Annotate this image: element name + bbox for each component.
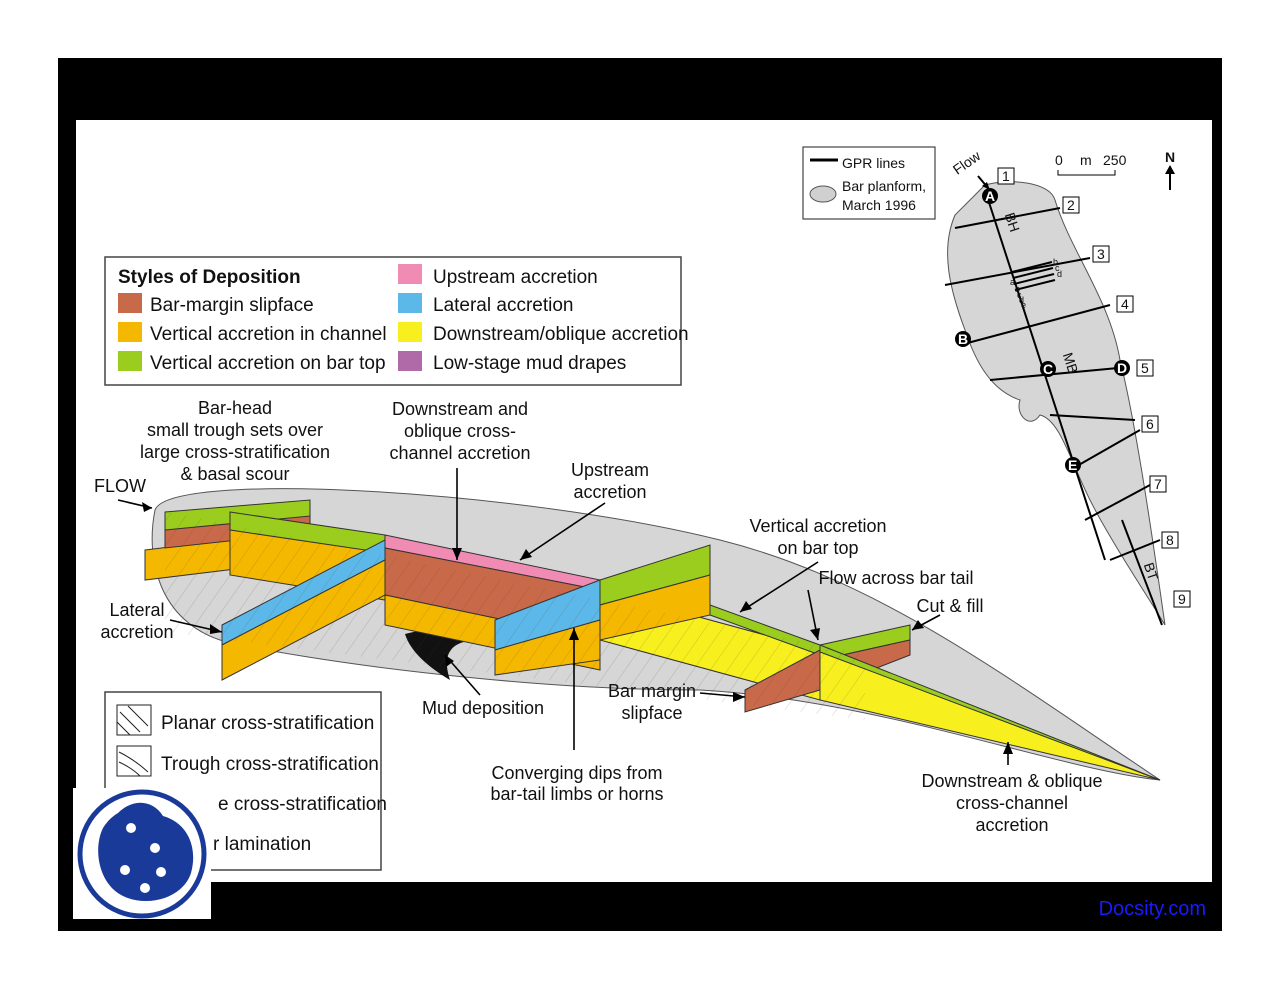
label-ds-1: Downstream & oblique xyxy=(921,771,1102,791)
legend-planar: Planar cross-stratification xyxy=(161,713,374,734)
label-slip-1: Bar margin xyxy=(608,681,696,701)
map-points: A B C D E xyxy=(955,188,1130,473)
planar-symbol xyxy=(116,705,149,736)
svg-text:E: E xyxy=(1068,457,1077,473)
legend-vertical-bartop: Vertical accretion on bar top xyxy=(150,353,386,374)
svg-text:c: c xyxy=(1055,263,1060,273)
swatch-lateral xyxy=(398,293,422,313)
label-down-1: Downstream and xyxy=(392,399,528,419)
diagram-labels: FLOW Bar-head small trough sets over lar… xyxy=(94,398,1103,835)
legend-bar-margin: Bar-margin slipface xyxy=(150,295,314,316)
map-scale-0: 0 xyxy=(1055,152,1063,168)
map-scale-unit: m xyxy=(1080,152,1092,168)
label-down-2: oblique cross- xyxy=(404,421,516,441)
swatch-mud-drapes xyxy=(398,351,422,371)
label-conv-2: bar-tail limbs or horns xyxy=(490,784,663,804)
label-barhead-1: Bar-head xyxy=(198,398,272,418)
map-legend-gpr: GPR lines xyxy=(842,155,905,171)
map-line-bh: BH xyxy=(1002,210,1023,233)
svg-text:9: 9 xyxy=(1178,591,1186,607)
label-lat-1: Lateral xyxy=(109,600,164,620)
swatch-upstream xyxy=(398,264,422,284)
svg-text:4: 4 xyxy=(1121,296,1129,312)
svg-text:1: 1 xyxy=(1002,168,1010,184)
svg-text:c: c xyxy=(1017,290,1022,300)
label-flowtail: Flow across bar tail xyxy=(818,568,973,588)
legend-downstream: Downstream/oblique accretion xyxy=(433,324,689,345)
swatch-vertical-bartop xyxy=(118,351,142,371)
svg-text:C: C xyxy=(1043,361,1053,377)
label-conv-1: Converging dips from xyxy=(491,763,662,783)
svg-text:d: d xyxy=(1057,269,1062,279)
arrow-heads xyxy=(142,502,1013,754)
svg-text:6: 6 xyxy=(1146,416,1154,432)
svg-text:A: A xyxy=(985,188,995,204)
svg-text:B: B xyxy=(958,331,968,347)
label-ds-2: cross-channel xyxy=(956,793,1068,813)
svg-text:3: 3 xyxy=(1097,246,1105,262)
label-barhead-3: large cross-stratification xyxy=(140,442,330,462)
svg-text:e: e xyxy=(1021,300,1026,310)
map-line-numbers: 1 2 3 4 5 6 7 8 9 xyxy=(997,167,1191,608)
swatch-downstream xyxy=(398,322,422,342)
legend-vertical-channel: Vertical accretion in channel xyxy=(150,324,387,345)
legend-trough: Trough cross-stratification xyxy=(161,754,379,775)
north-arrow-icon xyxy=(1165,165,1175,174)
map-line-bt: BT xyxy=(1141,560,1162,582)
strat-legend: Planar cross-stratification Trough cross… xyxy=(104,691,387,871)
styles-legend: Styles of Deposition Bar-margin slipface… xyxy=(104,256,689,386)
styles-legend-title: Styles of Deposition xyxy=(118,267,301,288)
swatch-vertical-channel xyxy=(118,322,142,342)
map-north-label: N xyxy=(1165,149,1175,165)
svg-text:5: 5 xyxy=(1141,360,1149,376)
svg-text:d: d xyxy=(1019,295,1024,305)
svg-text:D: D xyxy=(1117,360,1127,376)
legend-mud-drapes: Low-stage mud drapes xyxy=(433,353,626,374)
inset-map: GPR lines Bar planform, March 1996 Flow … xyxy=(802,146,1191,626)
svg-text:b: b xyxy=(1015,284,1020,294)
trough-symbol xyxy=(118,751,149,777)
label-vert-1: Vertical accretion xyxy=(749,516,886,536)
label-cut-fill: Cut & fill xyxy=(916,596,983,616)
label-slip-2: slipface xyxy=(621,703,682,723)
docsity-logo-icon xyxy=(77,789,207,919)
legend-strat-3: e cross-stratification xyxy=(218,794,387,815)
docsity-watermark[interactable]: Docsity.com xyxy=(1098,898,1206,920)
svg-text:a: a xyxy=(1010,277,1015,287)
map-legend-bar-2: March 1996 xyxy=(842,197,916,213)
label-flow: FLOW xyxy=(94,476,146,496)
map-legend-bar-1: Bar planform, xyxy=(842,178,926,194)
swatch-bar-margin xyxy=(118,293,142,313)
label-down-3: channel accretion xyxy=(389,443,530,463)
logo-box xyxy=(73,788,211,919)
label-up-2: accretion xyxy=(573,482,646,502)
label-lat-2: accretion xyxy=(100,622,173,642)
map-line-mb: MB xyxy=(1060,350,1082,375)
legend-lateral: Lateral accretion xyxy=(433,295,573,316)
legend-upstream: Upstream accretion xyxy=(433,267,598,288)
label-barhead-2: small trough sets over xyxy=(147,420,323,440)
map-small-labels: a b c d e b c d xyxy=(1010,257,1062,310)
svg-text:2: 2 xyxy=(1067,197,1075,213)
svg-text:b: b xyxy=(1053,257,1058,267)
map-flow-label: Flow xyxy=(950,147,984,178)
label-vert-2: on bar top xyxy=(777,538,858,558)
svg-text:7: 7 xyxy=(1154,476,1162,492)
map-scale-250: 250 xyxy=(1103,152,1127,168)
label-ds-3: accretion xyxy=(975,815,1048,835)
label-up-1: Upstream xyxy=(571,460,649,480)
svg-text:8: 8 xyxy=(1166,532,1174,548)
label-barhead-4: & basal scour xyxy=(180,464,289,484)
legend-strat-4: r lamination xyxy=(213,834,311,855)
label-mud: Mud deposition xyxy=(422,698,544,718)
map-bar-shape xyxy=(947,181,1166,626)
